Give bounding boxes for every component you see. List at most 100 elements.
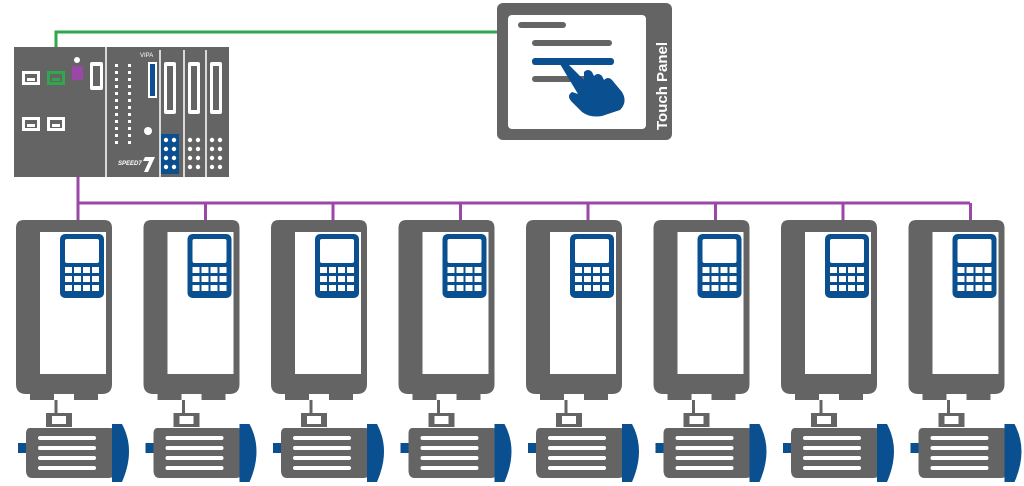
drive-key-icon xyxy=(219,285,227,291)
cpu-led-icon xyxy=(128,92,131,95)
electric-motor-icon xyxy=(910,413,1022,482)
motor-fin xyxy=(548,466,606,470)
motor-fin xyxy=(548,456,606,460)
io-terminal-icon xyxy=(171,146,177,152)
touch-panel-screen xyxy=(508,15,646,129)
io-terminal-icon xyxy=(195,146,201,152)
motor-fin xyxy=(675,456,734,460)
drive-key-icon xyxy=(447,285,455,291)
plc-brand-label: VIPA xyxy=(140,53,153,59)
cpu-led-icon xyxy=(115,120,118,123)
drive-key-icon xyxy=(720,285,728,291)
ethernet-port-icon xyxy=(22,117,40,131)
io-modules xyxy=(159,50,226,177)
io-terminal-block xyxy=(161,134,179,174)
drive-key-icon xyxy=(465,276,473,282)
ethernet-port-icon xyxy=(22,71,40,85)
ethernet-port-icon xyxy=(47,117,65,131)
electric-motor-icon xyxy=(18,413,129,482)
io-module xyxy=(205,50,226,177)
cpu-led-icon xyxy=(115,78,118,81)
drive-key-icon xyxy=(92,276,99,282)
io-terminal-icon xyxy=(195,164,201,170)
drive-key-icon xyxy=(192,285,200,291)
io-terminal-icon xyxy=(163,146,169,152)
io-terminal-icon xyxy=(209,155,215,161)
cpu-led-icon xyxy=(115,64,118,67)
status-led-icon xyxy=(74,57,80,63)
touch-panel-label: Touch Panel xyxy=(654,42,671,130)
motor-housing xyxy=(536,428,626,478)
drive-key-icon xyxy=(957,285,965,291)
motor-fin xyxy=(38,456,96,460)
drive-foot xyxy=(584,394,608,400)
cpu-led-icon xyxy=(128,71,131,74)
drive-key-icon xyxy=(201,285,209,291)
drive-foot xyxy=(157,394,182,400)
motor-fin xyxy=(293,466,351,470)
motor-housing xyxy=(918,428,1009,478)
cpu-led-icon xyxy=(115,71,118,74)
cpu-led-icon xyxy=(128,127,131,130)
motor-terminal-inner xyxy=(689,416,704,424)
electric-motor-icon xyxy=(528,413,639,482)
motor-shaft xyxy=(400,443,415,453)
cpu-led-icon xyxy=(128,85,131,88)
drive-display xyxy=(575,239,609,263)
motor-terminal-inner xyxy=(179,416,194,424)
motor-fin xyxy=(548,436,606,440)
drive-key-icon xyxy=(92,285,99,291)
motor-housing xyxy=(791,428,881,478)
drive-key-icon xyxy=(447,276,455,282)
cpu-led-icon xyxy=(115,99,118,102)
drive-key-icon xyxy=(966,267,974,273)
motor-shaft xyxy=(273,443,287,453)
cpu-led-icon xyxy=(115,113,118,116)
io-terminal-icon xyxy=(217,155,223,161)
motor-housing xyxy=(408,428,499,478)
cpu-led-icon xyxy=(115,92,118,95)
motor-fan-cover xyxy=(239,424,257,482)
cpu-led-icon xyxy=(128,106,131,109)
frequency-inverter-icon xyxy=(398,220,495,414)
drive-key-icon xyxy=(957,276,965,282)
cpu-led-icon xyxy=(128,134,131,137)
drive-key-icon xyxy=(593,285,600,291)
motor-fin xyxy=(420,436,479,440)
drive-key-icon xyxy=(219,276,227,282)
motor-fin xyxy=(38,436,96,440)
motor-fin xyxy=(803,456,861,460)
drive-key-icon xyxy=(839,285,846,291)
drive-key-icon xyxy=(201,267,209,273)
drive-foot xyxy=(329,394,353,400)
motor-fin xyxy=(165,446,224,450)
io-terminal-icon xyxy=(195,137,201,143)
motor-fan-cover xyxy=(367,424,384,482)
drive-key-icon xyxy=(456,276,464,282)
drive-key-icon xyxy=(984,267,992,273)
io-terminal-icon xyxy=(217,146,223,152)
drive-key-icon xyxy=(857,267,864,273)
drive-key-icon xyxy=(702,276,710,282)
motor-shaft xyxy=(145,443,160,453)
drive-display xyxy=(702,239,737,263)
drive-key-icon xyxy=(830,267,837,273)
frequency-inverter-icon xyxy=(526,220,622,414)
motor-fin xyxy=(803,436,861,440)
plc-controller: VIPA SPEED7 xyxy=(14,47,229,177)
motor-fin xyxy=(930,466,989,470)
io-terminal-block xyxy=(207,134,225,174)
drive-key-icon xyxy=(575,276,582,282)
electric-motor-icon xyxy=(783,413,894,482)
drive-key-icon xyxy=(210,276,218,282)
drive-key-icon xyxy=(456,285,464,291)
motor-fin xyxy=(165,466,224,470)
motor-fin xyxy=(803,446,861,450)
drive-key-icon xyxy=(984,276,992,282)
motor-fan-cover xyxy=(112,424,129,482)
motor-terminal-inner xyxy=(307,416,321,424)
speed-logo-icon xyxy=(143,157,155,172)
drive-key-icon xyxy=(83,285,90,291)
drive-key-icon xyxy=(210,285,218,291)
